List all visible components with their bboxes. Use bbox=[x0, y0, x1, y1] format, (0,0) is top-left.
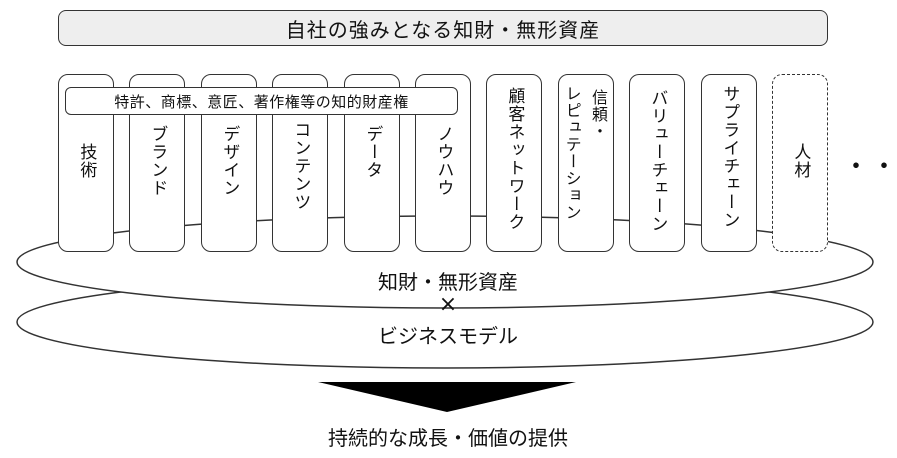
result-label: 持続的な成長・価値の提供 bbox=[328, 426, 568, 450]
pillar-label: 技術 bbox=[76, 143, 97, 179]
pillar-human-resources: 人材 bbox=[772, 74, 828, 252]
pillar-supply-chain: サプライチェーン bbox=[701, 74, 757, 252]
more-ellipsis: ・・・ bbox=[843, 152, 897, 182]
lower-platform-label: ビジネスモデル bbox=[378, 324, 518, 348]
down-arrow bbox=[318, 382, 576, 412]
pillar-label-secondary: 信頼・ bbox=[589, 89, 608, 140]
pillar-reputation: レピュテーション 信頼・ bbox=[558, 74, 614, 252]
upper-platform-label: 知財・無形資産 bbox=[378, 270, 518, 294]
pillar-customer-network: 顧客ネットワーク bbox=[486, 74, 542, 252]
top-banner: 自社の強みとなる知財・無形資産 bbox=[58, 10, 828, 46]
pillar-label: データ bbox=[362, 125, 383, 179]
ip-rights-text: 特許、商標、意匠、著作権等の知的財産権 bbox=[114, 92, 409, 111]
times-symbol: × bbox=[438, 292, 458, 317]
pillar-label: 顧客ネットワーク bbox=[504, 87, 525, 231]
pillar-label: ノウハウ bbox=[433, 125, 454, 197]
pillar-label: サプライチェーン bbox=[719, 85, 740, 229]
ip-rights-label: 特許、商標、意匠、著作権等の知的財産権 bbox=[65, 87, 458, 115]
pillar-value-chain: バリューチェーン bbox=[629, 74, 685, 252]
banner-title: 自社の強みとなる知財・無形資産 bbox=[285, 17, 601, 42]
pillar-label: レピュテーション bbox=[562, 85, 582, 221]
pillar-label: バリューチェーン bbox=[647, 89, 668, 233]
pillar-label: コンテンツ bbox=[290, 121, 311, 211]
pillar-label: デザイン bbox=[219, 125, 240, 197]
pillar-label: ブランド bbox=[147, 125, 168, 197]
pillar-label: 人材 bbox=[790, 143, 811, 179]
